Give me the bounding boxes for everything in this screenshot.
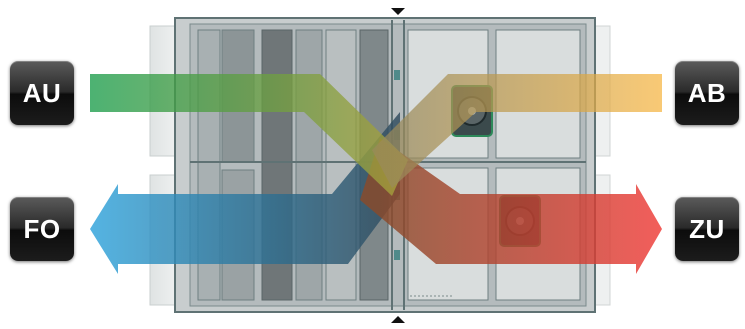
extract-air-badge: AB [675,61,739,125]
exhaust-air-badge: FO [10,197,74,261]
supply-air-badge: ZU [675,197,739,261]
airflow-arrow-up-marker [391,316,405,323]
outdoor-air-badge: AU [10,61,74,125]
airflow-arrow-down-marker [391,8,405,15]
